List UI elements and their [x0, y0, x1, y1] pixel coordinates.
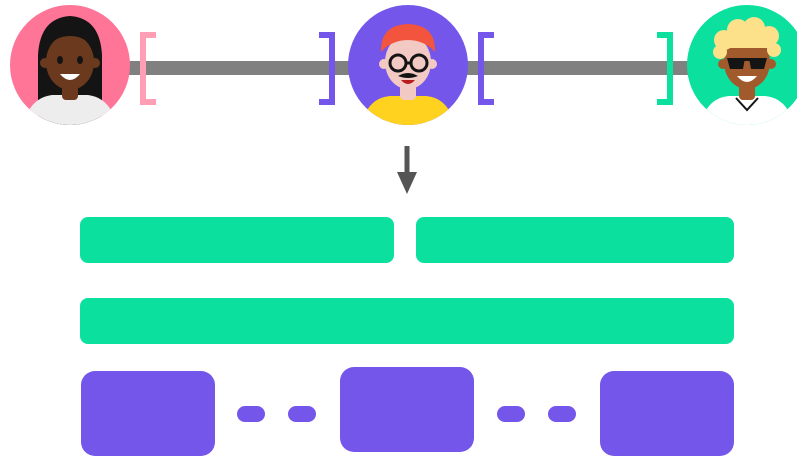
dash-2 — [288, 406, 316, 422]
bar-row1-right — [416, 217, 734, 263]
connector-line-left — [128, 61, 352, 75]
connector-line-right — [466, 61, 692, 75]
dash-1 — [237, 406, 265, 422]
block-3 — [600, 371, 734, 456]
bracket-open-purple — [478, 32, 494, 105]
block-1 — [81, 371, 215, 456]
bracket-close-purple — [319, 32, 335, 105]
dash-4 — [548, 406, 576, 422]
avatar-person-left — [10, 5, 130, 125]
bracket-close-green — [657, 32, 673, 105]
arrow-down-head — [397, 172, 417, 194]
avatar-person-center — [348, 5, 468, 125]
bar-row2-full — [80, 298, 734, 344]
avatar-person-right — [687, 5, 797, 125]
bracket-open-pink — [140, 32, 156, 105]
bar-row1-left — [80, 217, 394, 263]
block-2 — [340, 367, 474, 452]
dash-3 — [497, 406, 525, 422]
